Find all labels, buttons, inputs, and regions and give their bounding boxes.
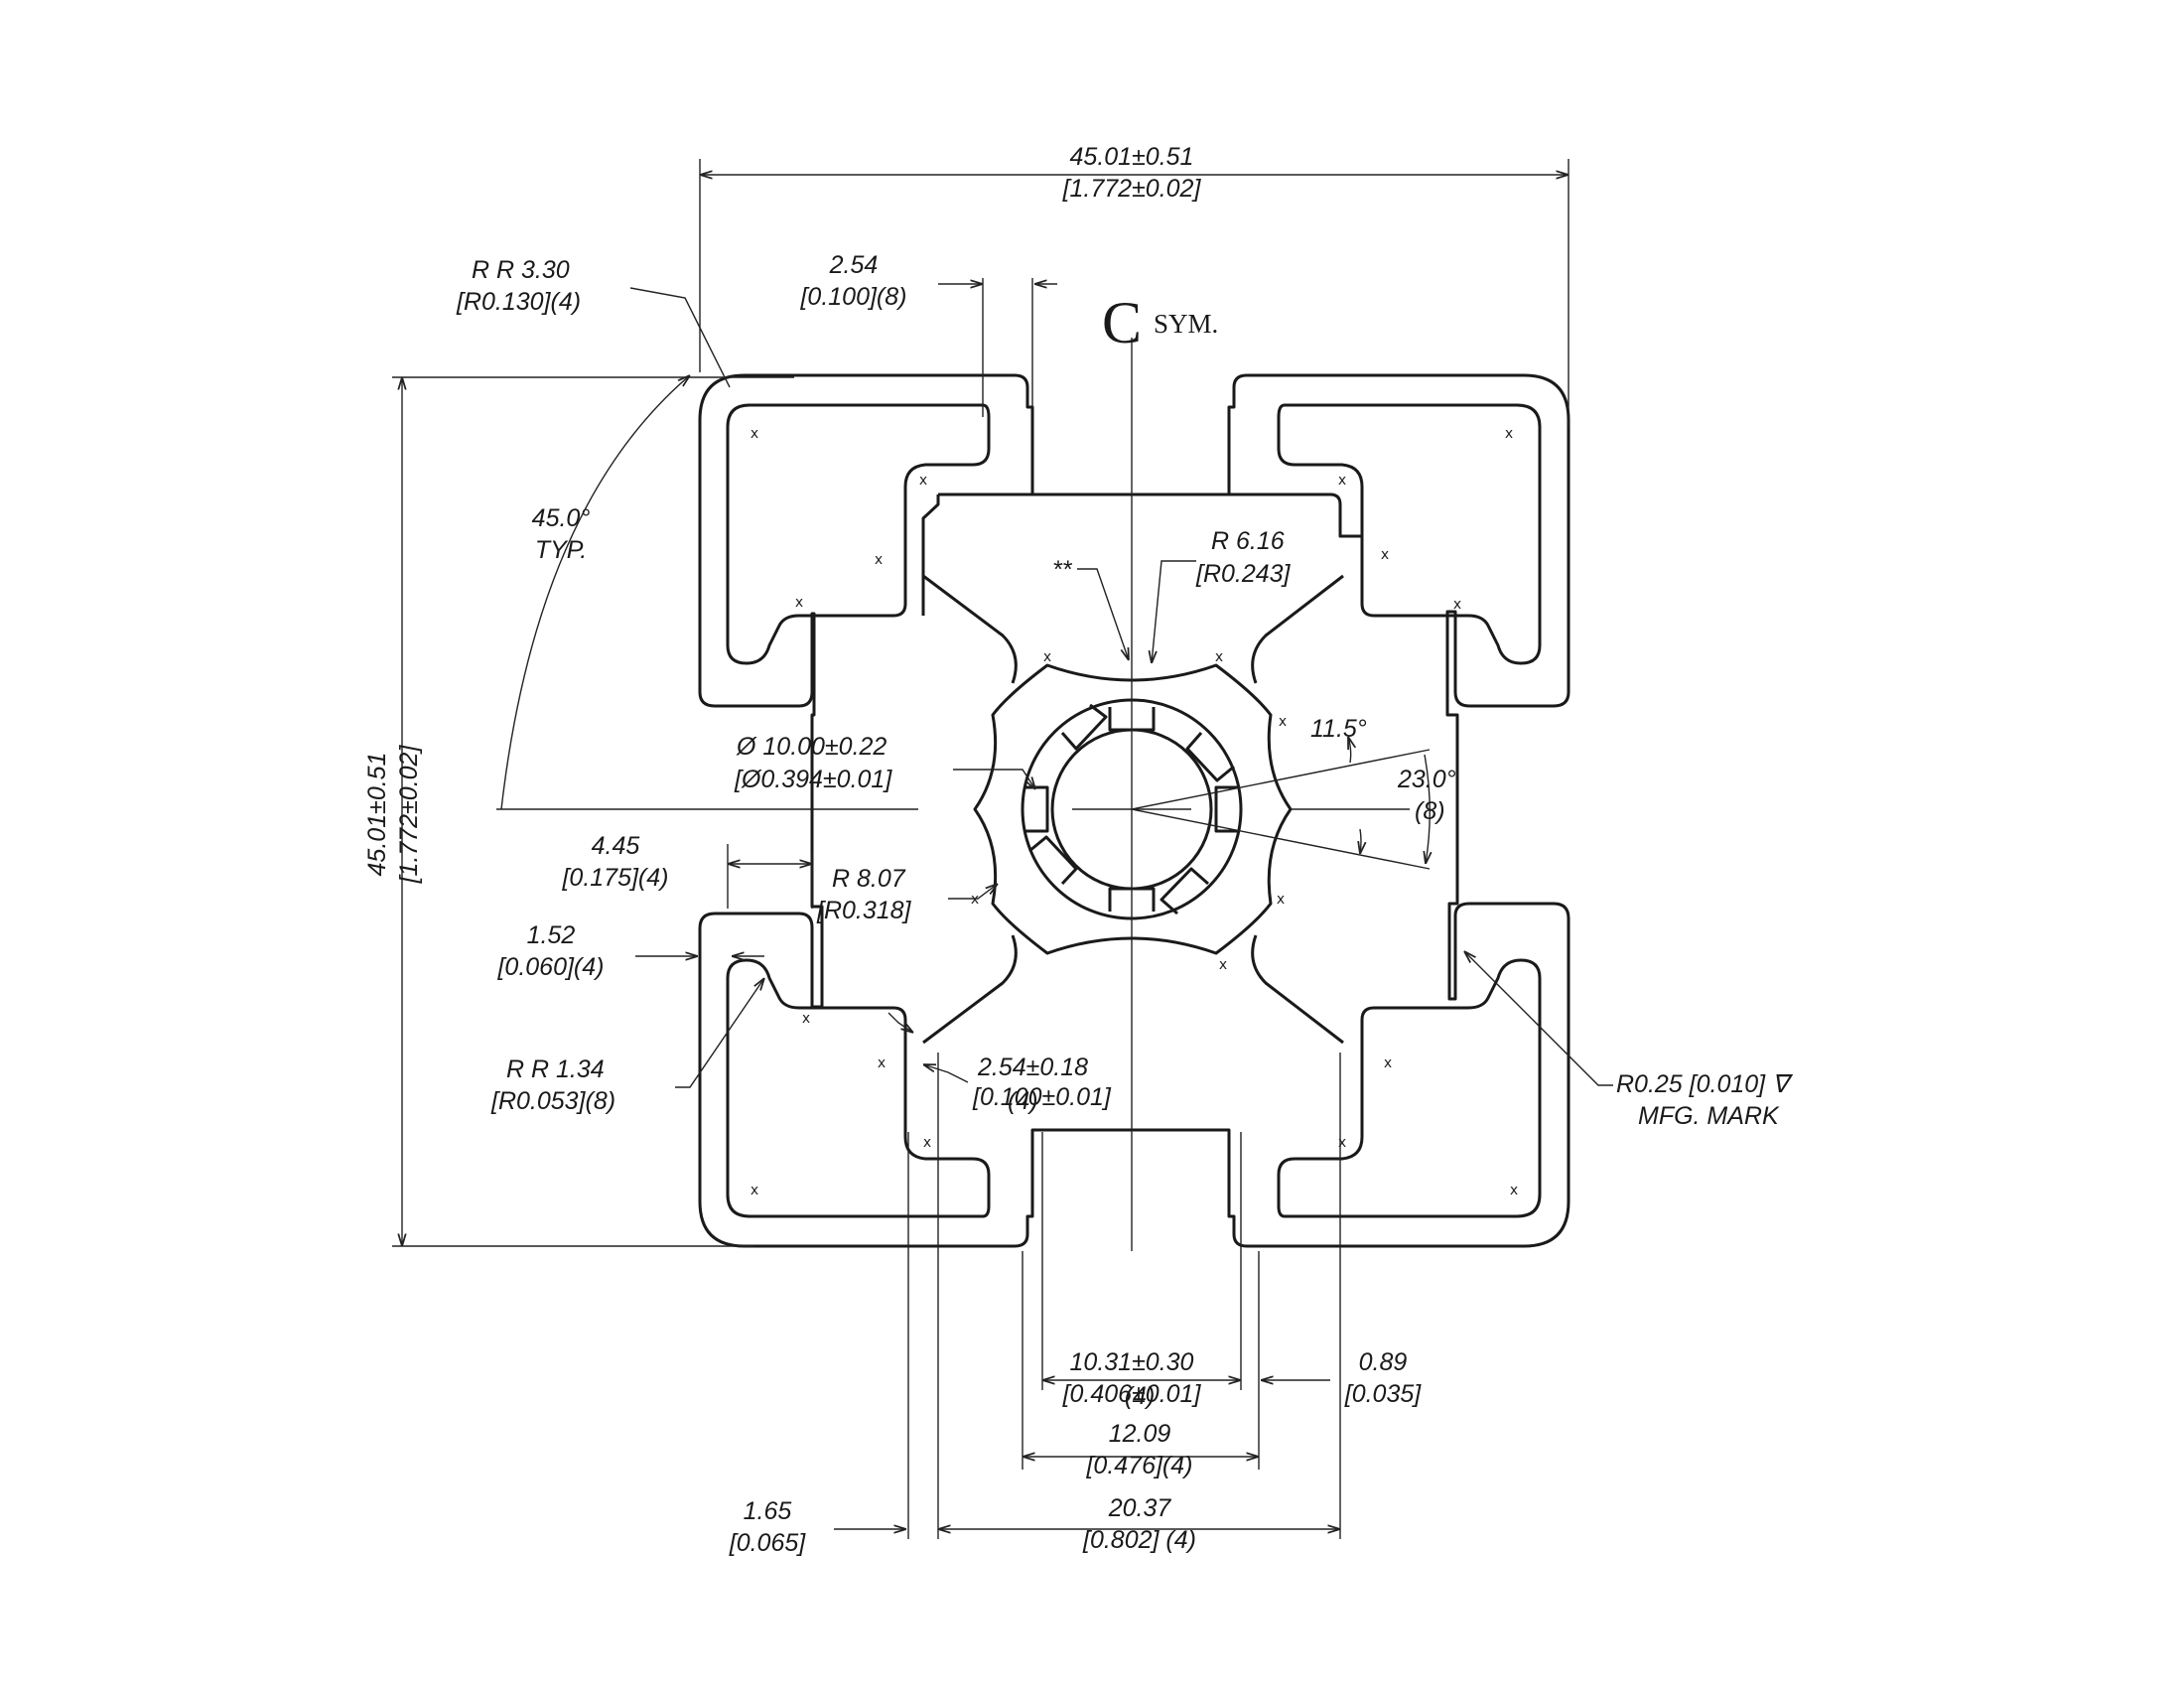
r-center-pocket-in: [R0.243] — [1195, 560, 1292, 588]
cavity-top-left — [726, 403, 991, 665]
slot-bottom-in: [0.802] (4) — [1082, 1526, 1196, 1554]
centerline-symbol: C SYM. — [1102, 290, 1218, 355]
overall-width-in: [1.772±0.02] — [1062, 175, 1202, 203]
centerline-sym-label: SYM. — [1154, 309, 1218, 339]
angle-large-count: (8) — [1415, 797, 1445, 825]
x-mark: x — [1510, 1183, 1518, 1198]
web-thick-mm: 2.54±0.18 — [977, 1054, 1088, 1081]
angle-45-value: 45.0° — [532, 504, 591, 532]
step-mm: 0.89 — [1359, 1348, 1408, 1376]
slot-open-in: [0.406±0.01] — [1062, 1380, 1202, 1408]
angle-large-value: 23.0° — [1397, 766, 1456, 793]
x-mark: x — [1384, 1055, 1392, 1071]
angle-45-note: TYP. — [535, 536, 587, 564]
x-mark: x — [802, 1011, 810, 1027]
inner-radius-mm: R R 1.34 — [506, 1055, 605, 1083]
web-bottom-right — [1251, 934, 1344, 1045]
x-mark: x — [1219, 957, 1227, 973]
x-mark: x — [875, 552, 883, 568]
web-top-left — [922, 574, 1018, 684]
dimension-lines — [392, 159, 1613, 1539]
x-mark: x — [878, 1055, 886, 1071]
x-mark: x — [1215, 649, 1223, 665]
dimension-labels: 45.01±0.51 [1.772±0.02] 45.01±0.51 [1.77… — [363, 143, 1794, 1557]
slot-inner-mm: 12.09 — [1109, 1420, 1171, 1448]
x-mark: x — [751, 1183, 758, 1198]
x-mark: x — [1381, 547, 1389, 563]
x-mark: x — [751, 426, 758, 442]
web-thick-count: (4) — [1008, 1087, 1038, 1115]
slot-open-count: (4) — [1125, 1382, 1156, 1410]
centerlines — [496, 338, 1410, 1251]
overall-height-in: [1.772±0.02] — [395, 745, 423, 885]
mfg-mark-line2: MFG. MARK — [1638, 1102, 1780, 1130]
x-mark: x — [1505, 426, 1513, 442]
corner-radius-in: [R0.130](4) — [456, 288, 581, 316]
x-mark: x — [919, 473, 927, 489]
overall-height-mm: 45.01±0.51 — [363, 753, 391, 877]
web-top-right — [1251, 574, 1344, 684]
wall-in: [0.060](4) — [496, 953, 604, 981]
centerline-c: C — [1102, 290, 1142, 355]
slot-lip-mm: 2.54 — [829, 251, 879, 279]
slot-open-mm: 10.31±0.30 — [1070, 1348, 1194, 1376]
x-mark: x — [1043, 649, 1051, 665]
overall-width-mm: 45.01±0.51 — [1070, 143, 1194, 171]
slot-lip-in: [0.100](8) — [799, 283, 906, 311]
overall-height-label: 45.01±0.51 [1.772±0.02] — [363, 745, 423, 885]
bore-in: [Ø0.394±0.01] — [734, 766, 892, 793]
web-thick-in: [0.100±0.01] — [972, 1083, 1112, 1111]
slot-bottom-mm: 20.37 — [1108, 1494, 1172, 1522]
x-mark: x — [1453, 597, 1461, 613]
double-star-note: ** — [1052, 556, 1073, 584]
profile-outer-outline — [698, 373, 1570, 1248]
mfg-mark-line1: R0.25 [0.010] ∇ — [1616, 1070, 1794, 1098]
lip-depth-mm: 4.45 — [592, 832, 640, 860]
core-web-outline — [921, 492, 1364, 616]
lip-thick-mm: 1.65 — [744, 1497, 792, 1525]
x-mark: x — [795, 595, 803, 611]
lip-depth-in: [0.175](4) — [561, 864, 668, 892]
x-marks: x x x x x x x x x x x x x x x x x x x x … — [751, 426, 1518, 1198]
r-web-mm: R 8.07 — [832, 865, 906, 893]
inner-radius-in: [R0.053](8) — [490, 1087, 615, 1115]
wall-mm: 1.52 — [527, 921, 576, 949]
r-center-pocket-mm: R 6.16 — [1211, 527, 1285, 555]
r-web-in: [R0.318] — [816, 897, 912, 924]
x-mark: x — [923, 1135, 931, 1151]
slot-inner-in: [0.476](4) — [1085, 1452, 1192, 1479]
step-in: [0.035] — [1344, 1380, 1423, 1408]
cavity-bottom-left — [726, 958, 991, 1218]
bore-mm: Ø 10.00±0.22 — [736, 733, 887, 761]
web-bottom-left — [922, 934, 1018, 1045]
x-mark: x — [971, 892, 979, 908]
central-pocket — [973, 663, 1293, 955]
x-mark: x — [1338, 1135, 1346, 1151]
corner-radius-mm: R R 3.30 — [472, 256, 570, 284]
x-mark: x — [1277, 892, 1285, 908]
cavity-bottom-right — [1277, 958, 1542, 1218]
angle-small-value: 11.5° — [1310, 715, 1367, 743]
x-mark: x — [1279, 714, 1287, 730]
lip-thick-in: [0.065] — [729, 1529, 807, 1557]
cavity-top-right — [1277, 403, 1542, 665]
x-mark: x — [1338, 473, 1346, 489]
